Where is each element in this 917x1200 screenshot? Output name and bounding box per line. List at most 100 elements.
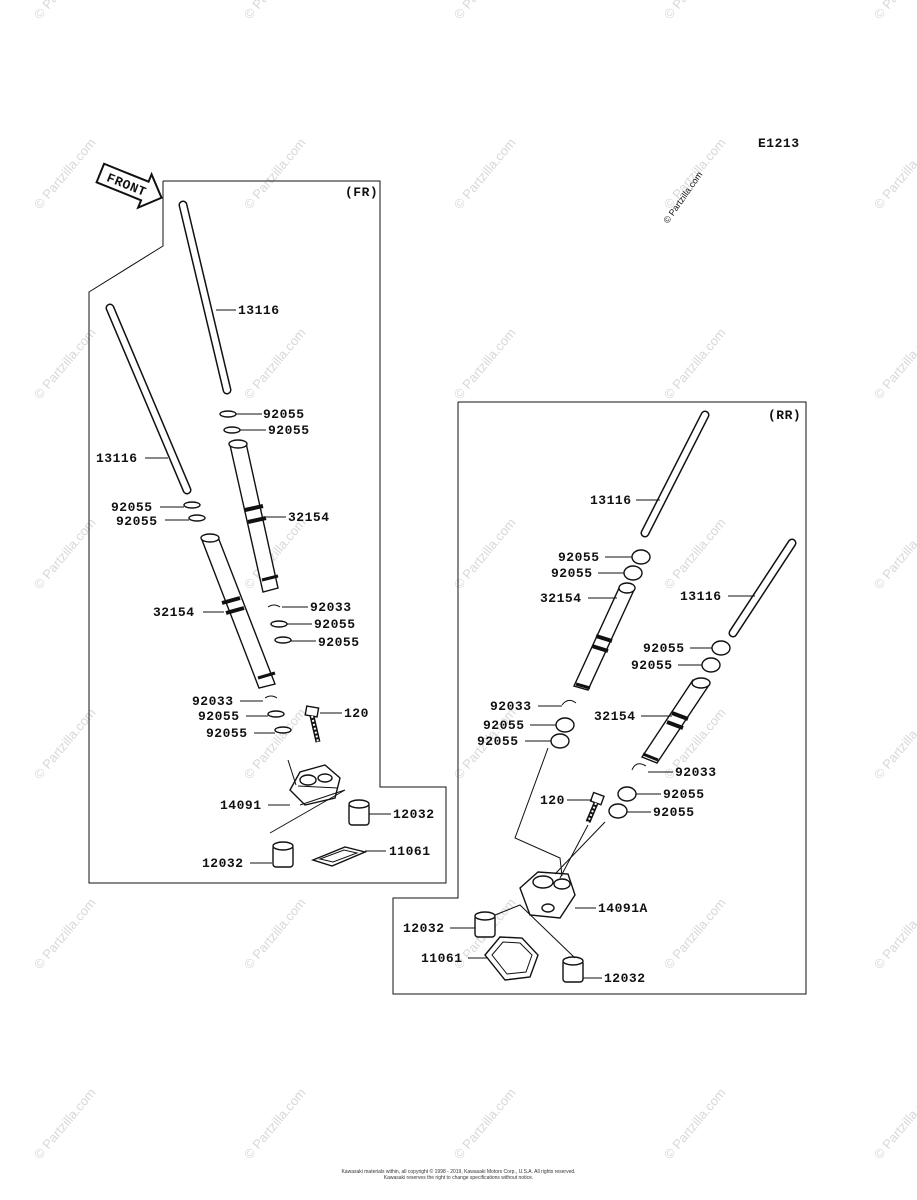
tube-front-right <box>228 439 279 593</box>
oring-rear-a2 <box>623 565 643 581</box>
leader-dowel-front <box>269 789 346 834</box>
label-rear-oring-d1: 92055 <box>663 787 705 802</box>
watermark-text: © Partzilla.com <box>241 0 309 22</box>
rear-section-tag: (RR) <box>768 408 801 423</box>
oring-front-c1 <box>270 620 288 628</box>
clip-rear-left <box>561 699 577 706</box>
gasket-front <box>310 846 368 867</box>
watermark-text: © Partzilla.com <box>661 1085 729 1162</box>
leader-holder-rear-right <box>554 821 606 875</box>
label-front-dowel-right: 12032 <box>393 807 435 822</box>
dowel-front-right <box>348 799 370 826</box>
label-front-bolt: 120 <box>344 706 369 721</box>
label-front-oring-c1: 92055 <box>314 617 356 632</box>
watermark-text: © Partzilla.com <box>871 135 917 212</box>
front-arrow-icon: FRONT <box>95 162 163 210</box>
label-rear-oring-d2: 92055 <box>653 805 695 820</box>
watermark-text: © Partzilla.com <box>661 0 729 22</box>
watermark-text: © Partzilla.com <box>661 515 729 592</box>
watermark-text: © Partzilla.com <box>241 325 309 402</box>
oring-front-b2 <box>188 514 206 522</box>
label-front-oring-a2: 92055 <box>268 423 310 438</box>
label-rear-oring-c1: 92055 <box>483 718 525 733</box>
label-rear-tube-right: 32154 <box>594 709 636 724</box>
watermark-text: © Partzilla.com <box>871 515 917 592</box>
label-front-oring-d1: 92055 <box>198 709 240 724</box>
label-front-clip-lower: 92033 <box>192 694 234 709</box>
oring-front-a2 <box>223 426 241 434</box>
label-front-tube-right: 32154 <box>288 510 330 525</box>
label-front-oring-c2: 92055 <box>318 635 360 650</box>
label-front-clip-upper: 92033 <box>310 600 352 615</box>
watermark-text: © Partzilla.com <box>661 325 729 402</box>
clip-rear-right <box>631 763 647 771</box>
pushrod-rear-right <box>728 538 797 638</box>
label-rear-holder: 14091A <box>598 901 648 916</box>
front-section: (FR) <box>88 180 447 884</box>
label-rear-clip-left: 92033 <box>490 699 532 714</box>
oring-front-d1 <box>267 710 285 718</box>
holder-rear <box>519 871 576 919</box>
tube-rear-left <box>573 582 636 691</box>
watermark-text: © Partzilla.com <box>451 1085 519 1162</box>
oring-rear-b2 <box>701 657 721 673</box>
bolt-front <box>304 705 321 743</box>
oring-rear-b1 <box>711 640 731 656</box>
label-rear-oring-b1: 92055 <box>643 641 685 656</box>
leader-dowel-rear <box>494 904 576 959</box>
watermark-text: © Partzilla.com <box>241 135 309 212</box>
label-front-gasket: 11061 <box>389 844 431 859</box>
gasket-rear <box>484 936 539 981</box>
footer-line-1: Kawasaki materials within, all copyright… <box>341 1169 576 1175</box>
diagram-code: E1213 <box>758 136 800 151</box>
watermark-text: © Partzilla.com <box>31 705 99 782</box>
pushrod-rear-upper <box>640 410 710 538</box>
oring-rear-d2 <box>608 803 628 819</box>
watermark-text: © Partzilla.com <box>31 135 99 212</box>
watermark-text: © Partzilla.com <box>871 705 917 782</box>
rear-frame <box>392 401 807 995</box>
label-rear-gasket: 11061 <box>421 951 463 966</box>
label-rear-dowel-left: 12032 <box>403 921 445 936</box>
label-rear-oring-a2: 92055 <box>551 566 593 581</box>
label-front-oring-b2: 92055 <box>116 514 158 529</box>
front-frame <box>88 180 447 884</box>
watermark-text: © Partzilla.com <box>241 895 309 972</box>
label-rear-bolt: 120 <box>540 793 565 808</box>
bolt-rear <box>585 791 605 823</box>
label-front-tube-left: 32154 <box>153 605 195 620</box>
clip-front-lower <box>264 695 278 699</box>
oring-rear-d1 <box>617 786 637 802</box>
watermark-text: © Partzilla.com <box>451 135 519 212</box>
dowel-rear-left <box>474 911 496 938</box>
label-rear-rod-upper: 13116 <box>590 493 632 508</box>
label-rear-tube-left: 32154 <box>540 591 582 606</box>
dowel-front-left <box>272 841 294 868</box>
watermark-text: © Partzilla.com <box>871 0 917 22</box>
oring-rear-c1 <box>555 717 575 733</box>
label-front-holder: 14091 <box>220 798 262 813</box>
label-front-oring-a1: 92055 <box>263 407 305 422</box>
oring-front-c2 <box>274 636 292 644</box>
oring-rear-c2 <box>550 733 570 749</box>
pushrod-front-upper <box>178 200 232 395</box>
leader-holder-rear-left <box>514 747 563 877</box>
front-section-tag: (FR) <box>345 185 378 200</box>
tube-front-left <box>200 533 276 689</box>
watermark-text: © Partzilla.com <box>31 515 99 592</box>
oring-front-a1 <box>219 410 237 418</box>
dowel-rear-right <box>562 956 584 983</box>
label-rear-oring-b2: 92055 <box>631 658 673 673</box>
label-front-rod-left: 13116 <box>96 451 138 466</box>
holder-front <box>289 764 341 806</box>
watermark-text: © Partzilla.com <box>451 325 519 402</box>
watermark-text: © Partzilla.com <box>241 1085 309 1162</box>
watermark-text: © Partzilla.com <box>31 1085 99 1162</box>
oring-rear-a1 <box>631 549 651 565</box>
watermark-layer: © Partzilla.com © Partzilla.com © Partzill… <box>31 0 917 1162</box>
watermark-text: © Partzilla.com <box>871 325 917 402</box>
watermark-text: © Partzilla.com <box>451 515 519 592</box>
front-leaders <box>145 309 391 864</box>
leader-holder-front <box>287 759 297 786</box>
